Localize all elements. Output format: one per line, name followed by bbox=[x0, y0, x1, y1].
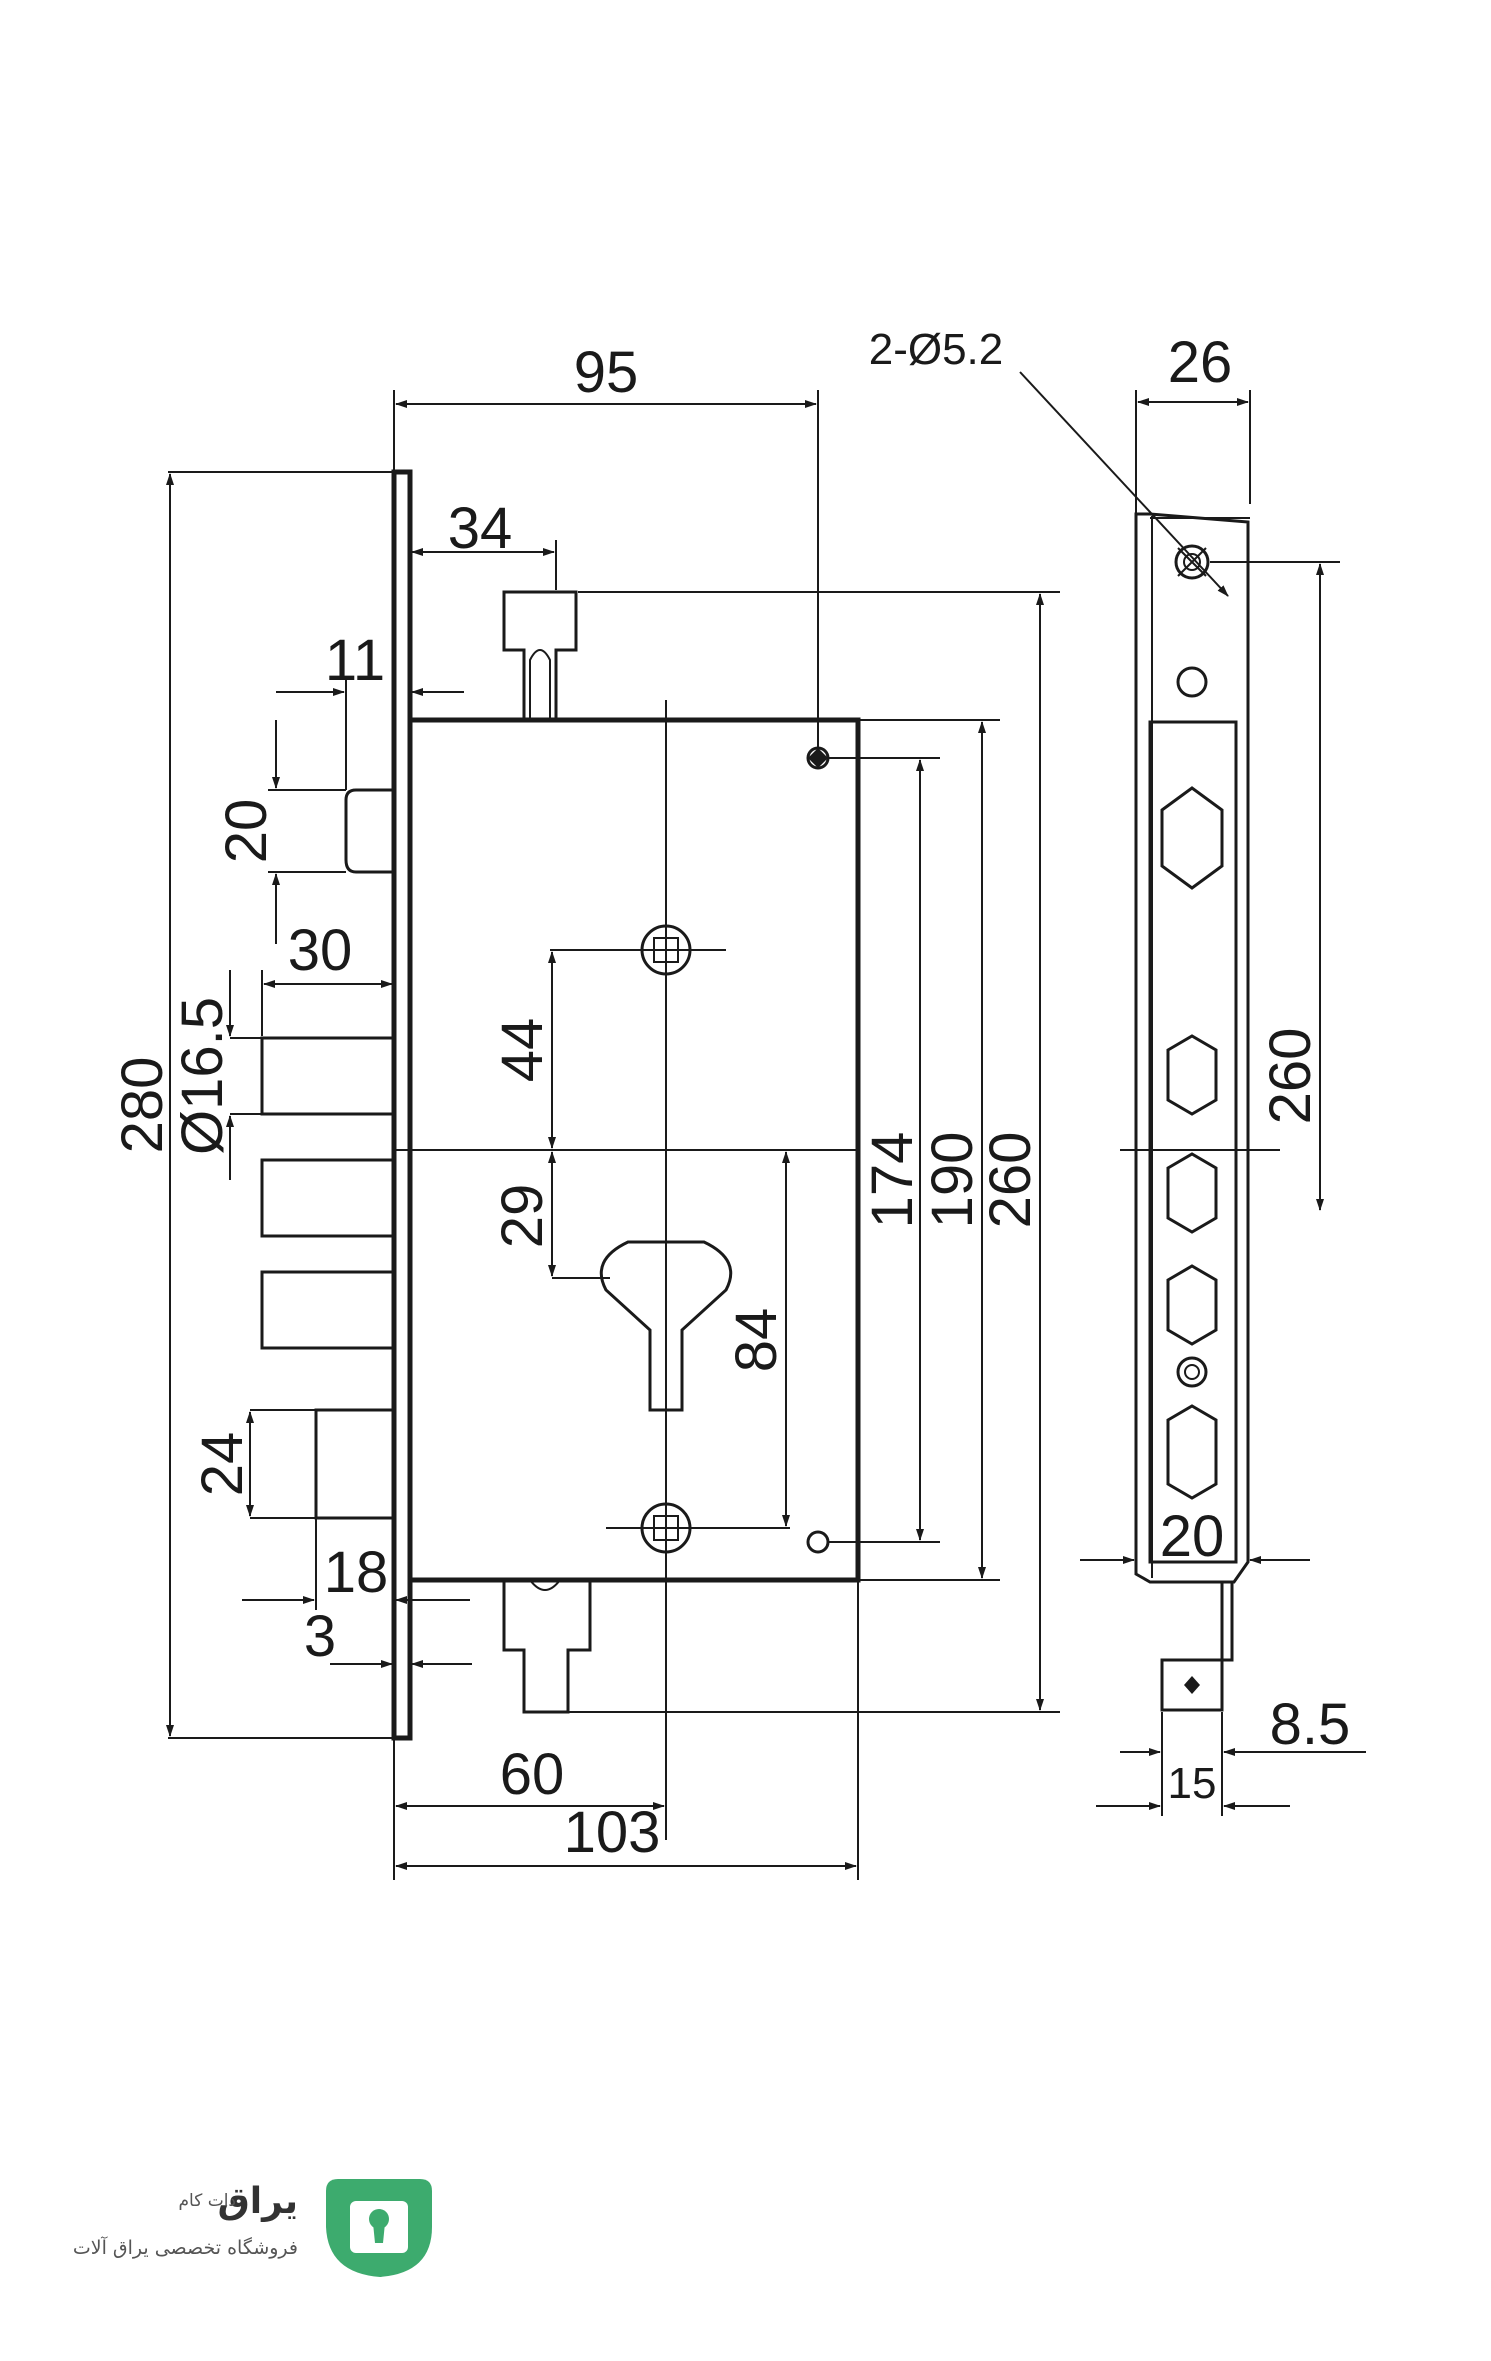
hex-cutout-4 bbox=[1166, 1264, 1218, 1346]
mounting-hole-top bbox=[806, 746, 830, 770]
side-hole-3 bbox=[1176, 1356, 1208, 1388]
brand-footer: یراق دات کام فروشگاه تخصصی یراق آلات bbox=[73, 2173, 438, 2283]
brand-name: یراق bbox=[217, 2181, 298, 2222]
dim-3: 3 bbox=[304, 1604, 336, 1669]
front-dimensions: 95 34 11 20 30 Ø16.5 280 44 bbox=[110, 340, 1060, 1880]
dim-190: 190 bbox=[920, 1132, 985, 1229]
dim-20-latch: 20 bbox=[214, 799, 279, 864]
dim-24: 24 bbox=[190, 1432, 255, 1497]
dim-174: 174 bbox=[860, 1132, 925, 1229]
top-deadbolt bbox=[502, 590, 578, 720]
dim-60: 60 bbox=[500, 1742, 565, 1807]
cylinder-cutout bbox=[599, 1240, 733, 1412]
keyhole-logo-icon bbox=[326, 2179, 432, 2277]
dim-44: 44 bbox=[490, 1018, 555, 1083]
dim-26: 26 bbox=[1168, 330, 1233, 395]
dim-260-side: 260 bbox=[1258, 1028, 1323, 1125]
bottom-screw bbox=[606, 1502, 790, 1554]
mounting-hole-bottom bbox=[806, 1530, 830, 1554]
dim-2-5-2: 2-Ø5.2 bbox=[869, 325, 1004, 374]
hex-cutout-2 bbox=[1166, 1034, 1218, 1116]
side-view bbox=[1120, 512, 1280, 1712]
dim-11: 11 bbox=[325, 628, 385, 693]
hex-cutout-1 bbox=[1160, 786, 1224, 890]
side-dimensions: 2-Ø5.2 26 260 20 8.5 15 bbox=[869, 325, 1366, 1816]
dim-29: 29 bbox=[490, 1184, 555, 1249]
dim-95: 95 bbox=[574, 340, 639, 405]
side-faceplate bbox=[1134, 512, 1250, 1584]
dim-20-side: 20 bbox=[1160, 1504, 1225, 1569]
side-bottom-tab bbox=[1220, 1582, 1234, 1662]
dim-8-5: 8.5 bbox=[1270, 1692, 1351, 1757]
front-view bbox=[260, 469, 861, 1840]
dim-84: 84 bbox=[724, 1308, 789, 1373]
hex-cutout-5 bbox=[1166, 1404, 1218, 1500]
dim-30: 30 bbox=[288, 918, 353, 983]
dim-280: 280 bbox=[110, 1057, 175, 1154]
bottom-deadbolt bbox=[502, 1580, 592, 1714]
dim-103: 103 bbox=[564, 1800, 661, 1865]
dim-34: 34 bbox=[448, 496, 513, 561]
dim-260-front: 260 bbox=[978, 1132, 1043, 1229]
bolt-3 bbox=[260, 1270, 396, 1350]
dim-15: 15 bbox=[1168, 1759, 1217, 1808]
hex-cutout-3 bbox=[1166, 1152, 1218, 1234]
bolt-1 bbox=[260, 1036, 396, 1116]
brand-tagline: فروشگاه تخصصی یراق آلات bbox=[72, 2237, 298, 2259]
side-screw-top bbox=[1174, 544, 1210, 580]
bolt-2 bbox=[260, 1158, 396, 1238]
dim-18: 18 bbox=[324, 1540, 389, 1605]
dim-16-5: Ø16.5 bbox=[170, 997, 235, 1155]
side-hole-2 bbox=[1176, 666, 1208, 698]
lower-deadbolt bbox=[314, 1408, 396, 1520]
latch bbox=[344, 788, 394, 874]
brand-dotcom: دات کام bbox=[178, 2191, 237, 2211]
